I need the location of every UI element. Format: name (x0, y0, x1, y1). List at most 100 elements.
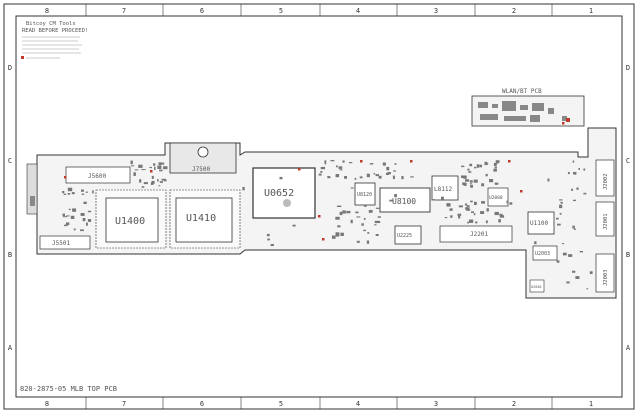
smd-pad (375, 207, 381, 209)
smd-pad (469, 163, 473, 167)
ref-j7500: J7500 (192, 166, 210, 173)
chip-u2080 (487, 187, 509, 207)
smd-pad (339, 211, 343, 216)
smd-pad (160, 162, 165, 165)
chip-u1410 (175, 197, 233, 243)
smd-pad (479, 164, 483, 168)
smd-pad (468, 171, 472, 173)
smd-pad (66, 215, 70, 217)
notes-marker (21, 56, 24, 59)
smd-pad (481, 201, 485, 204)
smd-pad (387, 172, 391, 175)
smd-pad (330, 160, 335, 162)
smd-pad (499, 215, 505, 218)
smd-pad (575, 276, 580, 279)
smd-pad (506, 200, 509, 204)
smd-pad (369, 163, 374, 165)
smd-pad (159, 181, 163, 183)
smd-pad (494, 166, 497, 169)
smd-pad (470, 200, 473, 203)
ref-j5501: J5501 (52, 240, 70, 247)
smd-pad (469, 219, 474, 223)
smd-pad (354, 177, 357, 180)
notes-line-1: Bitcoy CM Tools (26, 21, 76, 27)
smd-pad (450, 215, 453, 218)
smd-pad (331, 235, 336, 239)
smd-pad (356, 216, 361, 218)
smd-pad (571, 188, 573, 191)
smd-pad (366, 173, 370, 178)
smd-pad (547, 178, 550, 182)
smd-pad (363, 205, 367, 207)
smd-pad (573, 171, 577, 175)
smd-pad (485, 173, 488, 177)
smd-pad (461, 165, 465, 168)
smd-pad (499, 213, 503, 216)
smd-pad (474, 166, 477, 169)
smd-pad (463, 183, 467, 185)
smd-pad (377, 216, 381, 218)
smd-pad (80, 229, 84, 232)
smd-pad (336, 205, 342, 207)
smd-pad (141, 169, 146, 171)
smd-pad (467, 168, 470, 171)
smd-pad (335, 234, 340, 237)
smd-pad (560, 201, 562, 204)
connector-j2201 (439, 225, 513, 243)
smd-pad (92, 190, 94, 194)
smd-pad (86, 222, 88, 226)
smd-pad (572, 160, 575, 163)
outer-frame (3, 3, 635, 410)
smd-pad (394, 194, 397, 198)
smd-pad (461, 175, 465, 178)
row-label-right: D (626, 64, 630, 72)
ref-u2003: U2003 (535, 251, 550, 257)
col-label-bottom: 7 (122, 400, 126, 408)
smd-pad (134, 169, 139, 171)
smd-pad (463, 184, 467, 186)
smd-pad (441, 196, 444, 200)
smd-pad (153, 163, 156, 166)
smd-pad (446, 203, 450, 206)
smd-pad (495, 160, 499, 164)
smd-pad (158, 185, 161, 187)
smd-pad (465, 207, 470, 210)
smd-pad (469, 180, 473, 183)
smd-pad (138, 164, 143, 168)
wlan-pcb-parts (478, 101, 567, 122)
ref-u0652: U0652 (264, 188, 294, 199)
smd-pad (68, 208, 71, 211)
smd-pad (583, 168, 586, 171)
smd-pad (464, 203, 468, 206)
smd-pad (556, 217, 559, 220)
smd-pad (446, 204, 451, 207)
smd-pad (157, 165, 162, 169)
smd-pad (62, 191, 65, 194)
smd-pad (141, 186, 145, 188)
smd-pad (476, 164, 479, 168)
smd-pad (130, 165, 135, 167)
smd-pad (385, 172, 389, 175)
connector-j5600 (65, 166, 131, 184)
smd-pad (493, 162, 497, 167)
left-edge-pad (30, 196, 35, 206)
smd-pad (363, 229, 366, 232)
smd-pad (497, 160, 500, 163)
smd-pad (318, 173, 322, 176)
smd-pad (83, 201, 87, 204)
red-marker (360, 160, 363, 163)
smd-pad (348, 162, 353, 164)
smd-pad (473, 213, 476, 216)
smd-pad (320, 166, 326, 170)
smd-pad (355, 211, 359, 214)
smd-pad (566, 281, 570, 284)
col-label-bottom: 3 (434, 400, 438, 408)
col-label-top: 7 (122, 7, 126, 15)
smd-pad (449, 208, 453, 211)
smd-pad (467, 221, 469, 224)
red-marker (410, 160, 413, 163)
smd-pad (151, 175, 154, 179)
smd-pad (361, 223, 364, 226)
ref-l8112: L8112 (434, 186, 452, 193)
